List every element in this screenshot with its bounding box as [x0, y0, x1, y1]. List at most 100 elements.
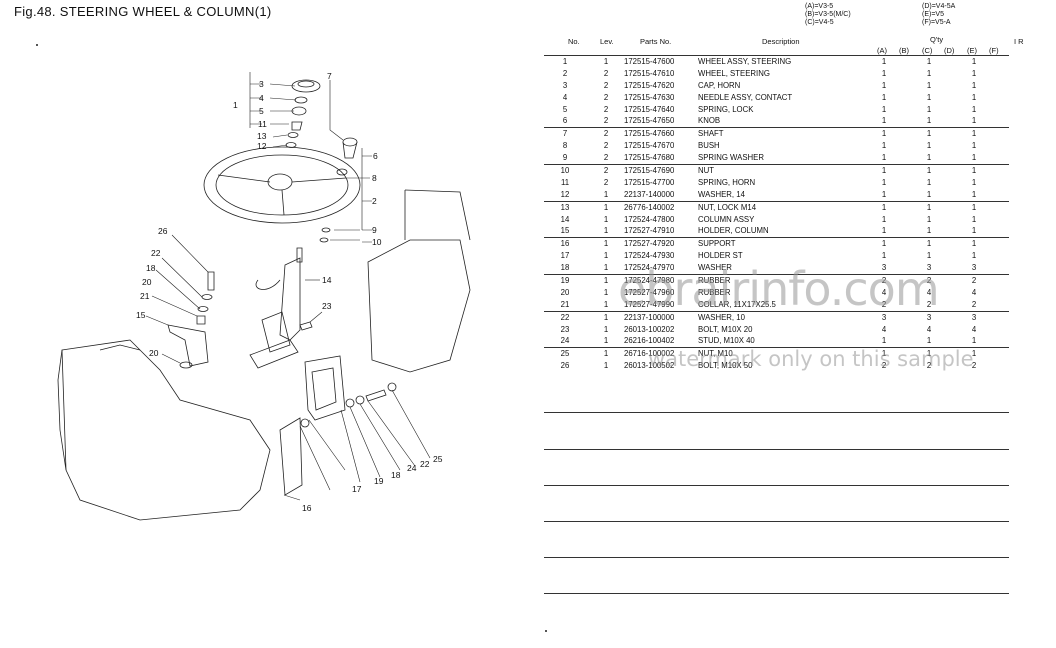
part-number: 172524-47970: [624, 263, 675, 273]
part-level: 2: [603, 68, 609, 78]
qty-a: 1: [881, 189, 887, 199]
legend-entry: (C)=V4-5: [805, 19, 834, 26]
part-number: 22137-100000: [624, 312, 675, 322]
part-number: 22137-140000: [624, 189, 675, 199]
qty-a: 2: [881, 299, 887, 309]
qty-a: 1: [881, 202, 887, 212]
callout-label: 7: [327, 71, 332, 81]
qty-c: 1: [926, 92, 932, 102]
part-level: 1: [603, 299, 609, 309]
part-level: 1: [603, 189, 609, 199]
qty-c: 1: [926, 177, 932, 187]
qty-c: 1: [926, 189, 932, 199]
qty-a: 1: [881, 129, 887, 139]
part-level: 1: [603, 336, 609, 346]
callout-label: 17: [352, 484, 362, 494]
qty-c: 4: [926, 324, 932, 334]
qty-a: 1: [881, 92, 887, 102]
qty-e: 4: [971, 324, 977, 334]
part-number-index: 17: [560, 251, 570, 261]
legend-entry: (E)=V5: [922, 11, 944, 18]
part-level: 1: [603, 361, 609, 371]
header-parts-no: Parts No.: [640, 37, 672, 46]
model-legend-left: (A)=V3-5 (B)=V3-5(M/C) (C)=V4-5: [805, 3, 851, 27]
qty-a: 2: [881, 276, 887, 286]
part-level: 1: [603, 239, 609, 249]
qty-a: 1: [881, 141, 887, 151]
qty-a: 1: [881, 116, 887, 126]
holder-st-outline: [304, 355, 346, 421]
part-number-index: 24: [560, 336, 570, 346]
part-number: 172527-47910: [624, 226, 675, 236]
qty-e: 1: [971, 214, 977, 224]
qty-e: 2: [971, 299, 977, 309]
part-number-index: 6: [562, 116, 568, 126]
qty-a: 4: [881, 324, 887, 334]
part-number: 172527-47920: [624, 239, 675, 249]
qty-a: 1: [881, 166, 887, 176]
callout-label: 20: [142, 277, 152, 287]
part-number: 172515-47650: [624, 116, 675, 126]
part-description: RUBBER: [698, 287, 731, 297]
qty-e: 1: [971, 166, 977, 176]
qty-c: 2: [926, 276, 932, 286]
qty-c: 1: [926, 251, 932, 261]
part-level: 1: [603, 226, 609, 236]
qty-e: 1: [971, 349, 977, 359]
part-description: CAP, HORN: [698, 80, 741, 90]
legend-entry: (F)=V5-A: [922, 19, 951, 26]
part-number: 172527-47990: [624, 299, 675, 309]
part-description: WHEEL ASSY, STEERING: [698, 57, 792, 66]
blank-rule: [544, 521, 1009, 522]
steering-column-outline: [279, 257, 301, 341]
part-description: SPRING, LOCK: [698, 104, 754, 114]
part-description: SPRING WASHER: [698, 153, 764, 163]
callout-label: 18: [391, 470, 401, 480]
part-number: 172515-47610: [624, 68, 675, 78]
qty-c: 2: [926, 361, 932, 371]
header-col-d: (D): [944, 46, 955, 55]
part-level: 2: [603, 116, 609, 126]
qty-c: 1: [926, 104, 932, 114]
callout-label: 10: [372, 237, 382, 247]
qty-a: 4: [881, 287, 887, 297]
legend-entry: (B)=V3-5(M/C): [805, 11, 851, 18]
part-level: 2: [603, 177, 609, 187]
part-number: 172515-47630: [624, 92, 675, 102]
qty-e: 1: [971, 57, 977, 66]
legend-entry: (D)=V4-5A: [922, 3, 956, 10]
part-level: 1: [603, 57, 609, 66]
part-number-index: 10: [560, 166, 570, 176]
qty-c: 1: [926, 349, 932, 359]
part-level: 1: [603, 324, 609, 334]
table-top-rule: [544, 55, 1009, 56]
callout-label: 8: [372, 173, 377, 183]
part-number: 172524-47930: [624, 251, 675, 261]
part-description: NUT, LOCK M14: [698, 202, 757, 212]
qty-c: 1: [926, 141, 932, 151]
header-no: No.: [568, 37, 580, 46]
part-description: COLLAR, 11X17X25.5: [698, 299, 776, 309]
header-ir: I R: [1014, 37, 1024, 46]
part-level: 2: [603, 92, 609, 102]
qty-c: 1: [926, 153, 932, 163]
qty-a: 3: [881, 263, 887, 273]
qty-a: 2: [881, 361, 887, 371]
figure-title: Fig.48. STEERING WHEEL & COLUMN(1): [14, 4, 272, 19]
qty-a: 1: [881, 251, 887, 261]
qty-e: 1: [971, 92, 977, 102]
qty-a: 1: [881, 68, 887, 78]
qty-a: 3: [881, 312, 887, 322]
legend-entry: (A)=V3-5: [805, 3, 834, 10]
callout-label: 12: [257, 141, 267, 151]
qty-e: 2: [971, 361, 977, 371]
part-number: 26216-100402: [624, 336, 675, 346]
